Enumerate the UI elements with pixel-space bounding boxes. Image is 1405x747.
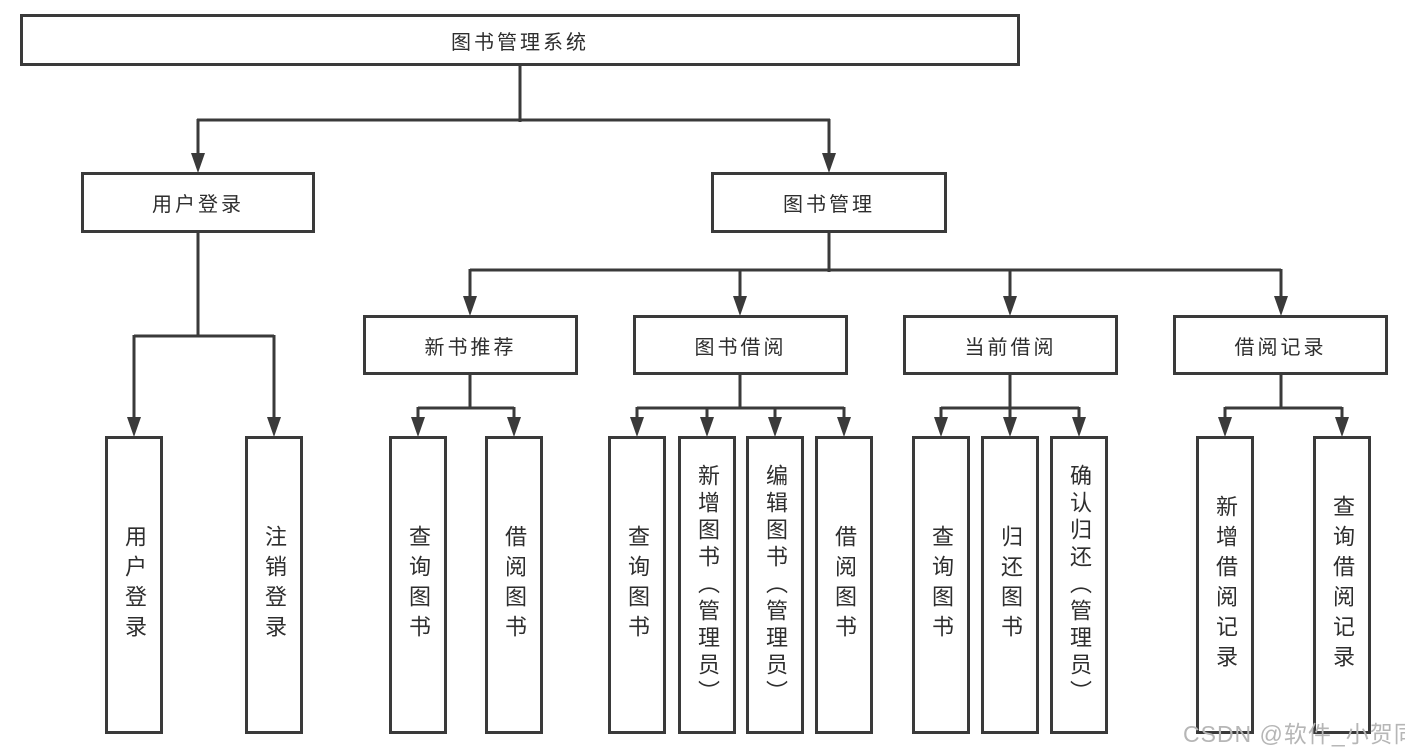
arrowhead-bookborrow-query (630, 417, 644, 437)
arrowhead-newbooks-borrow (507, 417, 521, 437)
arrowhead-bookborrow-borrow (837, 417, 851, 437)
leaf-records-query: 查询借阅记录 (1313, 436, 1371, 734)
leaf-newbooks-query: 查询图书 (389, 436, 447, 734)
arrowhead-borrow-records (1274, 296, 1288, 316)
arrowhead-current-query (934, 417, 948, 437)
arrowhead-bookborrow-add (700, 417, 714, 437)
node-book-borrow: 图书借阅 (633, 315, 848, 375)
node-book-management: 图书管理 (711, 172, 947, 233)
arrowhead-leaf-login (127, 417, 141, 437)
arrowhead-leaf-logout (267, 417, 281, 437)
arrowhead-records-query (1335, 417, 1349, 437)
leaf-bookborrow-edit-admin: 编辑图书（管理员） (746, 436, 804, 734)
node-borrow-records: 借阅记录 (1173, 315, 1388, 375)
node-current-borrow: 当前借阅 (903, 315, 1118, 375)
arrowhead-book-mgmt (822, 153, 836, 173)
arrowhead-new-books (463, 296, 477, 316)
leaf-current-return: 归还图书 (981, 436, 1039, 734)
leaf-current-confirm-admin: 确认归还（管理员） (1050, 436, 1108, 734)
node-root-system: 图书管理系统 (20, 14, 1020, 66)
arrowhead-book-borrow (733, 296, 747, 316)
leaf-records-add: 新增借阅记录 (1196, 436, 1254, 734)
arrowhead-user-login (191, 153, 205, 173)
leaf-bookborrow-borrow: 借阅图书 (815, 436, 873, 734)
arrowhead-current-confirm (1072, 417, 1086, 437)
node-new-book-recommend: 新书推荐 (363, 315, 578, 375)
leaf-logout: 注销登录 (245, 436, 303, 734)
arrowhead-newbooks-query (411, 417, 425, 437)
leaf-current-query: 查询图书 (912, 436, 970, 734)
arrowhead-current-return (1003, 417, 1017, 437)
leaf-user-login: 用户登录 (105, 436, 163, 734)
leaf-bookborrow-add-admin: 新增图书（管理员） (678, 436, 736, 734)
csdn-watermark: CSDN @软件_小贺同学 (1183, 721, 1405, 747)
leaf-newbooks-borrow: 借阅图书 (485, 436, 543, 734)
node-user-login: 用户登录 (81, 172, 315, 233)
leaf-bookborrow-query: 查询图书 (608, 436, 666, 734)
arrowhead-bookborrow-edit (768, 417, 782, 437)
arrowhead-records-add (1218, 417, 1232, 437)
arrowhead-current-borrow (1003, 296, 1017, 316)
